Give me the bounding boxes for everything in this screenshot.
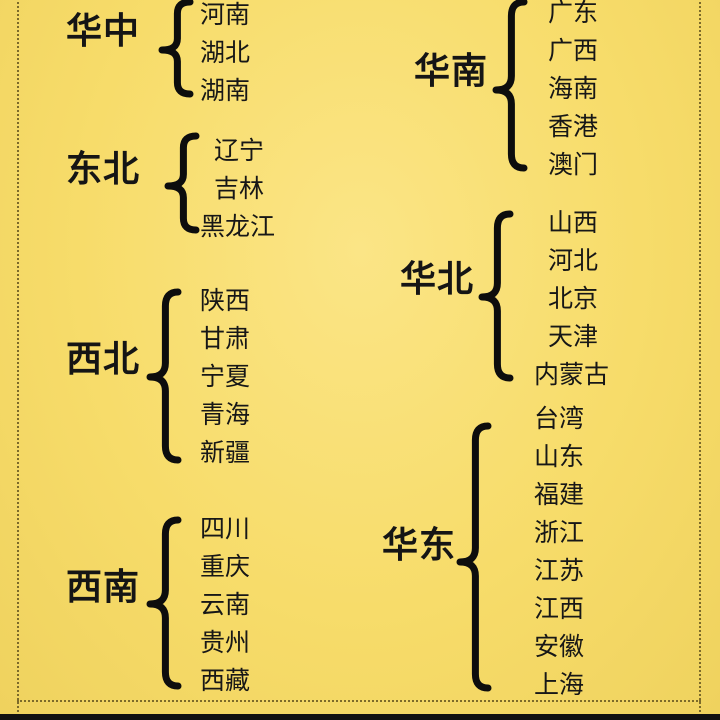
- province-hebei: 河北: [548, 246, 599, 275]
- brace-dongbei: [164, 132, 200, 234]
- province-shandong: 山东: [534, 442, 585, 471]
- region-label-xibei: 西北: [66, 339, 141, 380]
- region-label-dongbei: 东北: [66, 149, 141, 190]
- province-fujian: 福建: [534, 480, 585, 509]
- region-label-huazhong: 华中: [66, 11, 141, 52]
- province-chongqing: 重庆: [200, 552, 251, 581]
- province-guangxi: 广西: [548, 36, 599, 65]
- brace-xinan: [146, 516, 182, 690]
- province-hubei: 湖北: [200, 38, 251, 67]
- province-jiangsu: 江苏: [534, 556, 585, 585]
- province-shanxi: 山西: [548, 208, 599, 237]
- province-shaanxi: 陕西: [200, 286, 251, 315]
- brace-huadong: [456, 422, 492, 692]
- province-henan: 河南: [200, 0, 251, 29]
- brace-huanan: [492, 0, 528, 172]
- province-liaoning: 辽宁: [214, 136, 265, 165]
- province-sichuan: 四川: [200, 514, 251, 543]
- province-guangdong: 广东: [548, 0, 599, 27]
- region-label-huadong: 华东: [382, 525, 457, 566]
- province-hainan: 海南: [548, 74, 599, 103]
- province-jilin: 吉林: [214, 174, 265, 203]
- province-qinghai: 青海: [200, 400, 251, 429]
- province-xinjiang: 新疆: [200, 438, 251, 467]
- frame-left-border: [17, 0, 19, 714]
- province-xizang: 西藏: [200, 666, 251, 695]
- province-aomen: 澳门: [548, 150, 599, 179]
- province-anhui: 安徽: [534, 632, 585, 661]
- brace-xibei: [146, 288, 182, 464]
- province-zhejiang: 浙江: [534, 518, 585, 547]
- brace-huabei: [478, 210, 514, 382]
- frame-bottom-border: [17, 700, 701, 702]
- province-xianggang: 香港: [548, 112, 599, 141]
- frame-right-border: [699, 0, 701, 714]
- province-ningxia: 宁夏: [200, 362, 251, 391]
- region-label-huanan: 华南: [414, 51, 489, 92]
- province-tianjin: 天津: [548, 322, 599, 351]
- bottom-edge-bar: [0, 714, 720, 720]
- region-label-xinan: 西南: [66, 567, 141, 608]
- province-jiangxi: 江西: [534, 594, 585, 623]
- region-label-huabei: 华北: [400, 259, 475, 300]
- province-beijing: 北京: [548, 284, 599, 313]
- province-guizhou: 贵州: [200, 628, 251, 657]
- province-yunnan: 云南: [200, 590, 251, 619]
- province-shanghai: 上海: [534, 670, 585, 699]
- province-taiwan: 台湾: [534, 404, 585, 433]
- province-neimenggu: 内蒙古: [534, 360, 610, 389]
- province-gansu: 甘肃: [200, 324, 251, 353]
- province-hunan: 湖南: [200, 76, 251, 105]
- brace-huazhong: [158, 0, 194, 98]
- province-heilongjiang: 黑龙江: [200, 212, 276, 241]
